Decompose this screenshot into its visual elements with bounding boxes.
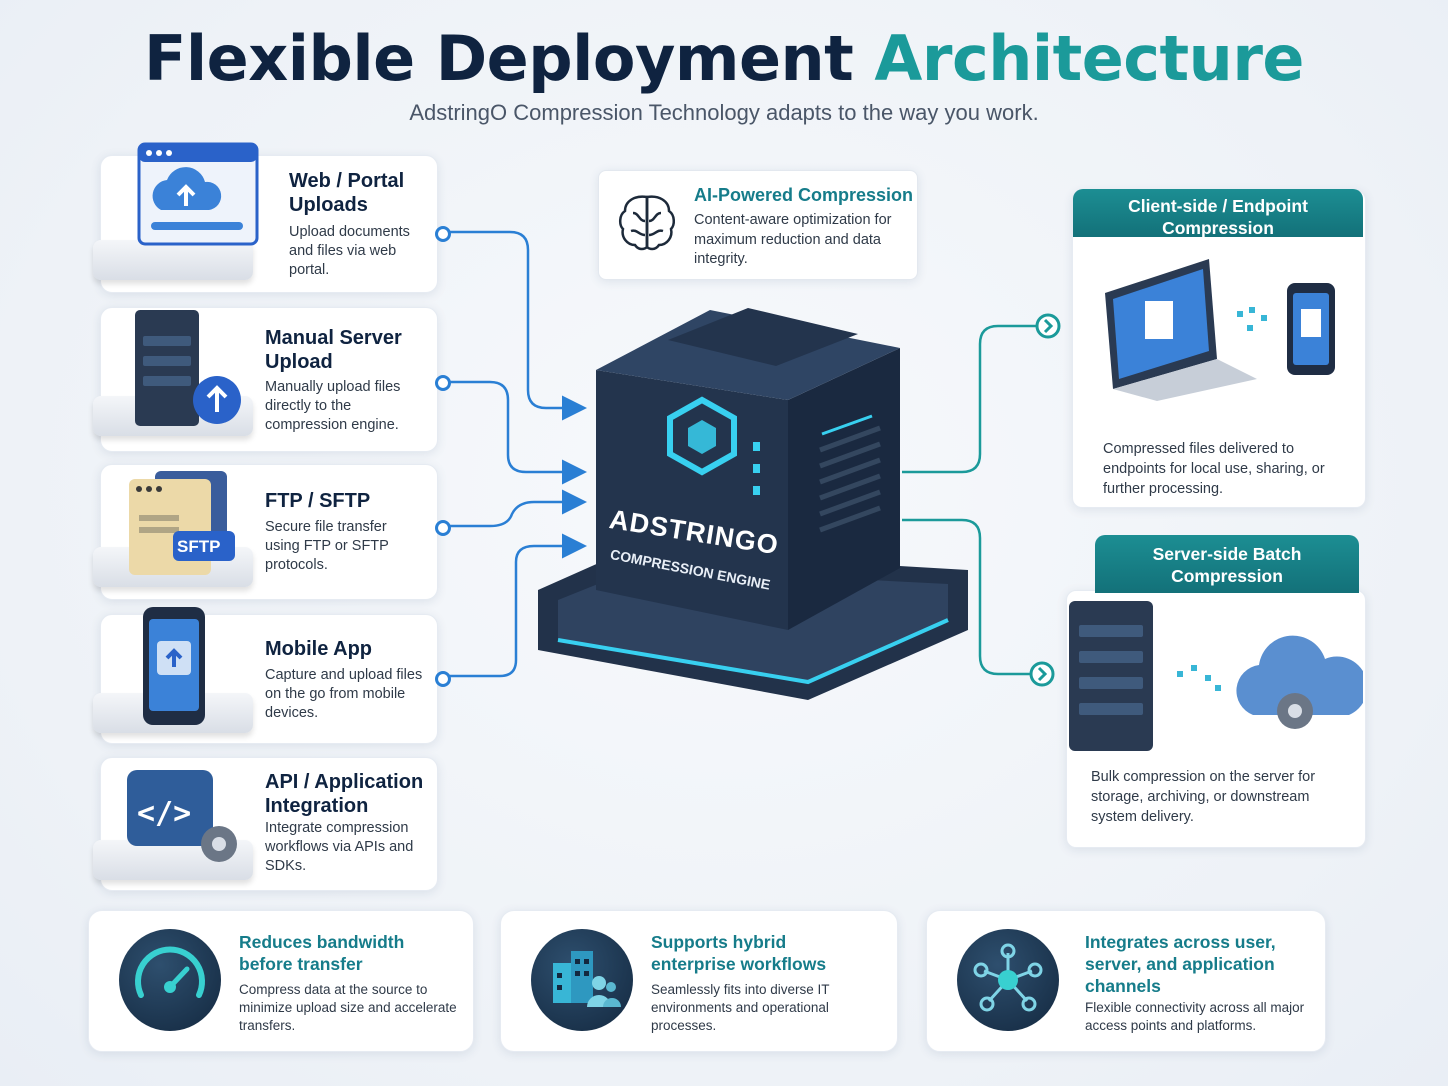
connector-mobile [446, 533, 587, 678]
benefit-title: Supports hybrid enterprise workflows [651, 932, 827, 974]
sftp-badge: SFTP [177, 537, 221, 556]
title-main: Flexible Deployment [144, 22, 854, 95]
benefit-desc: Flexible connectivity across all major a… [1085, 1000, 1305, 1033]
connector-web [446, 230, 587, 421]
input-card-ftp: SFTP FTP / SFTP Secure file transfer usi… [93, 464, 451, 600]
input-desc: Secure file transfer using FTP or SFTP p… [265, 519, 389, 573]
benefit-title: Reduces bandwidth before transfer [239, 932, 405, 974]
benefit-desc: Seamlessly fits into diverse IT environm… [651, 982, 830, 1033]
input-title: Mobile App [265, 638, 373, 660]
laptop-phone-icon [1105, 259, 1335, 401]
connector-batch [902, 518, 1030, 676]
input-title: FTP / SFTP [265, 490, 371, 512]
input-title: Manual Server Upload [265, 327, 402, 373]
benefit-card-integrations: Integrates across user, server, and appl… [926, 910, 1326, 1052]
network-hub-icon [973, 943, 1043, 1012]
output-title: Server-side Batch Compression [1095, 535, 1359, 593]
title-accent: Architecture [874, 22, 1304, 95]
benefit-card-bandwidth: Reduces bandwidth before transfer Compre… [88, 910, 474, 1052]
connector-ftp [446, 489, 587, 528]
server-cloud-icon [1069, 601, 1363, 751]
batch-arrow-icon [1029, 661, 1055, 687]
card-platform [93, 240, 253, 280]
input-desc: Manually upload files directly to the co… [265, 379, 401, 433]
engine-device-icon [538, 308, 968, 700]
output-title: Client-side / Endpoint Compression [1073, 189, 1363, 238]
connector-dot [435, 226, 451, 242]
input-desc: Upload documents and files via web porta… [289, 224, 410, 278]
input-card-api: </> API / Application Integration Integr… [93, 757, 438, 891]
server-upload-icon [135, 310, 241, 426]
input-desc: Capture and upload files on the go from … [265, 667, 423, 721]
brain-icon [619, 195, 675, 251]
buildings-people-icon [553, 951, 621, 1007]
connector-server [446, 380, 587, 485]
benefit-title: Integrates across user, server, and appl… [1085, 932, 1276, 996]
ai-card-title: AI-Powered Compression [694, 185, 914, 205]
benefit-icon-bg [531, 929, 633, 1031]
client-arrow-icon [1035, 313, 1061, 339]
output-card-batch: Server-side Batch Compression Bulk compr… [1066, 535, 1366, 848]
input-title: Web / Portal Uploads [289, 170, 405, 216]
ai-compression-card: AI-Powered Compression Content-aware opt… [598, 170, 918, 280]
benefit-desc: Compress data at the source to minimize … [239, 982, 457, 1033]
connector-client [902, 324, 1036, 474]
ai-card-desc: Content-aware optimization for maximum r… [694, 212, 892, 267]
connector-dot [435, 375, 451, 391]
benefit-icon-bg [957, 929, 1059, 1031]
benefit-card-hybrid: Supports hybrid enterprise workflows Sea… [500, 910, 898, 1052]
speedometer-icon [135, 946, 205, 998]
compression-engine: ADSTRINGO COMPRESSION ENGINE [538, 300, 968, 750]
output-desc: Compressed files delivered to endpoints … [1103, 441, 1325, 497]
input-card-manual-server: Manual Server Upload Manually upload fil… [93, 307, 451, 452]
code-badge: </> [137, 796, 192, 831]
connector-dot [435, 520, 451, 536]
input-title: API / Application Integration [265, 771, 424, 817]
page-title: Flexible Deployment Architecture [0, 22, 1448, 95]
input-card-mobile: Mobile App Capture and upload files on t… [93, 607, 451, 744]
mobile-upload-icon [143, 607, 205, 725]
page-subtitle: AdstringO Compression Technology adapts … [409, 100, 1039, 125]
input-desc: Integrate compression workflows via APIs… [265, 820, 414, 874]
output-desc: Bulk compression on the server for stora… [1091, 769, 1316, 825]
sftp-folder-icon [129, 471, 235, 575]
output-card-client: Client-side / Endpoint Compression Compr… [1072, 189, 1366, 508]
code-gear-icon [127, 770, 237, 862]
benefit-icon-bg [119, 929, 221, 1031]
input-card-web-portal: Web / Portal Uploads Upload documents an… [93, 142, 451, 293]
browser-upload-icon [137, 142, 259, 246]
connector-dot [435, 671, 451, 687]
